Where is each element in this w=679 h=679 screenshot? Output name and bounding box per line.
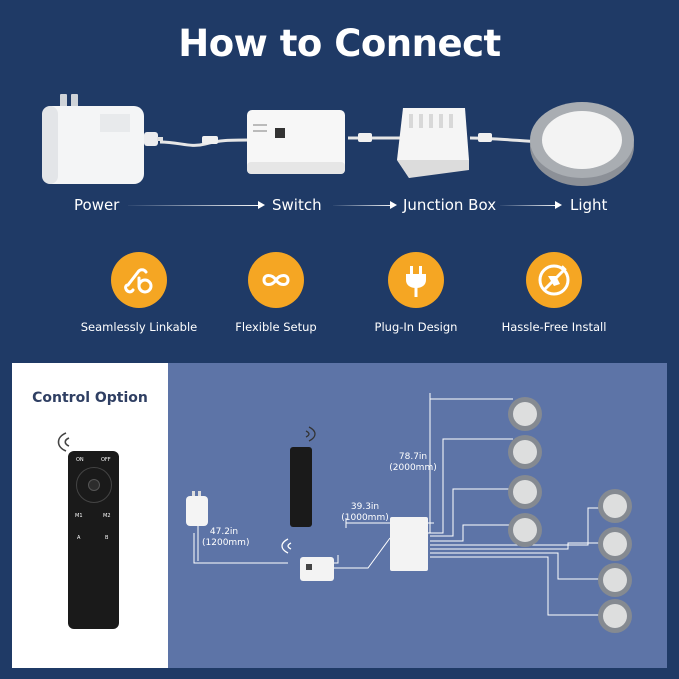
adapter-cable-length-mm: (1200mm) xyxy=(202,538,250,548)
light-cable-length: 78.7in (2000mm) xyxy=(388,452,438,474)
puck-light xyxy=(508,435,542,469)
switch-cable-length: 39.3in (1000mm) xyxy=(340,502,390,524)
flow-label-junction-box: Junction Box xyxy=(403,196,497,214)
junction-box-image xyxy=(390,517,428,571)
flow-arrow xyxy=(128,201,265,209)
remote-on-label: ON xyxy=(76,457,84,463)
puck-light xyxy=(598,563,632,597)
cable xyxy=(160,136,250,147)
puck-light xyxy=(598,599,632,633)
junction-box-image xyxy=(397,108,469,178)
remote-control-image xyxy=(290,447,312,527)
remote-a-label: A xyxy=(77,535,81,541)
page-title: How to Connect xyxy=(178,22,501,65)
feature-label: Plug-In Design xyxy=(374,320,458,334)
puck-light xyxy=(508,513,542,547)
remote-m1-label: M1 xyxy=(75,513,83,519)
remote-control-image: ON OFF M1 M2 A B xyxy=(68,451,119,629)
flow-label-switch: Switch xyxy=(272,196,322,214)
remote-m2-label: M2 xyxy=(103,513,111,519)
remote-off-label: OFF xyxy=(101,457,111,463)
plug-icon xyxy=(388,252,444,308)
how-to-connect-section: How to Connect xyxy=(42,22,634,334)
link-icon xyxy=(111,252,167,308)
light-cable-length-mm: (2000mm) xyxy=(389,463,437,473)
wireless-signal-icon xyxy=(281,538,292,554)
feature-label: Seamlessly Linkable xyxy=(80,320,198,334)
feature-label: Hassle-Free Install xyxy=(501,320,607,334)
remote-dial xyxy=(76,467,112,503)
puck-light xyxy=(508,397,542,431)
remote-center-button xyxy=(88,479,100,491)
control-option-title: Control Option xyxy=(32,390,148,406)
puck-light-image xyxy=(530,102,634,186)
puck-light xyxy=(598,527,632,561)
power-adapter-image xyxy=(186,491,208,526)
power-adapter-image xyxy=(42,94,163,184)
flow-label-power: Power xyxy=(74,196,120,214)
adapter-cable-length: 47.2in (1200mm) xyxy=(202,527,250,549)
cable xyxy=(348,133,400,142)
remote-b-label: B xyxy=(105,535,109,541)
feature-label: Flexible Setup xyxy=(235,320,317,334)
no-drill-icon xyxy=(526,252,582,308)
flow-label-light: Light xyxy=(570,196,608,214)
switch-image xyxy=(300,557,334,581)
puck-light xyxy=(598,489,632,523)
flow-arrow xyxy=(333,201,397,209)
puck-light xyxy=(508,475,542,509)
control-option-panel: Control Option ON OFF M1 M2 A B xyxy=(12,363,168,668)
wireless-signal-icon xyxy=(57,432,70,452)
switch-cable-length-mm: (1000mm) xyxy=(341,513,389,523)
infinity-icon xyxy=(248,252,304,308)
switch-image xyxy=(247,110,345,174)
installation-diagram-section: Control Option ON OFF M1 M2 A B xyxy=(12,363,667,668)
flow-arrow xyxy=(500,201,562,209)
light-cable-length-in: 78.7in xyxy=(398,452,428,462)
adapter-cable-length-in: 47.2in xyxy=(209,527,239,537)
switch-cable-length-in: 39.3in xyxy=(350,502,380,512)
wireless-signal-icon xyxy=(305,426,316,442)
wiring-lines xyxy=(193,393,603,616)
wiring-diagram-panel: 47.2in (1200mm) 39.3in (1000mm) 78.7in (… xyxy=(168,363,667,668)
